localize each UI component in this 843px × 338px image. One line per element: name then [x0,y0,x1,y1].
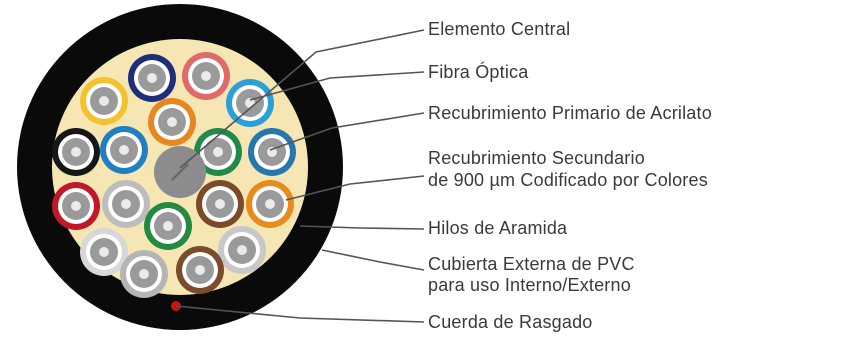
buffered-fiber [176,246,224,294]
buffered-fibers [52,52,296,298]
label-outer-jacket-line2: para uso Interno/Externo [428,275,631,295]
fiber-core [71,147,81,157]
buffered-fiber [144,202,192,250]
buffered-fiber [80,77,128,125]
central-member-mark [171,163,189,181]
buffered-fiber [102,180,150,228]
label-central-member: Elemento Central [428,19,571,39]
fiber-core [139,269,149,279]
fiber-core [265,199,275,209]
buffered-fiber [248,128,296,176]
leader-ripcord [175,305,425,323]
fiber-core [147,73,157,83]
leader-fiber [249,71,425,101]
buffered-fiber [120,250,168,298]
buffered-fiber [182,52,230,100]
buffered-fiber [80,228,128,276]
fiber-core [121,199,131,209]
label-secondary-coating-line1: Recubrimiento Secundario [428,148,645,168]
buffered-fiber [128,54,176,102]
buffered-fiber [226,79,274,127]
fiber-core [213,147,223,157]
leader-aramid [299,225,425,230]
label-ripcord: Cuerda de Rasgado [428,312,593,332]
label-primary-coating: Recubrimiento Primario de Acrilato [428,103,712,123]
buffered-fiber [52,128,100,176]
buffered-fiber [148,98,196,146]
buffered-fiber [218,226,266,274]
fiber-core [99,96,109,106]
buffered-fiber [52,182,100,230]
fiber-core [237,245,247,255]
fiber-core [99,247,109,257]
fiber-core [71,201,81,211]
fiber-core [163,221,173,231]
fiber-core [195,265,205,275]
leader-lines [175,29,425,323]
fiber-core [201,71,211,81]
buffered-fiber [246,180,294,228]
buffered-fiber [196,180,244,228]
buffered-fiber [100,126,148,174]
leader-central [179,29,425,169]
leader-secondary [285,175,425,201]
leader-primary [269,112,425,151]
fiber-core [167,117,177,127]
fiber-core [215,199,225,209]
fiber-core [267,147,277,157]
leader-jacket [321,249,425,271]
label-secondary-coating-line2: de 900 µm Codificado por Colores [428,170,708,190]
fiber-core [119,145,129,155]
label-aramid-yarn: Hilos de Aramida [428,218,568,238]
label-outer-jacket-line1: Cubierta Externa de PVC [428,254,635,274]
label-optical-fiber: Fibra Óptica [428,62,529,82]
